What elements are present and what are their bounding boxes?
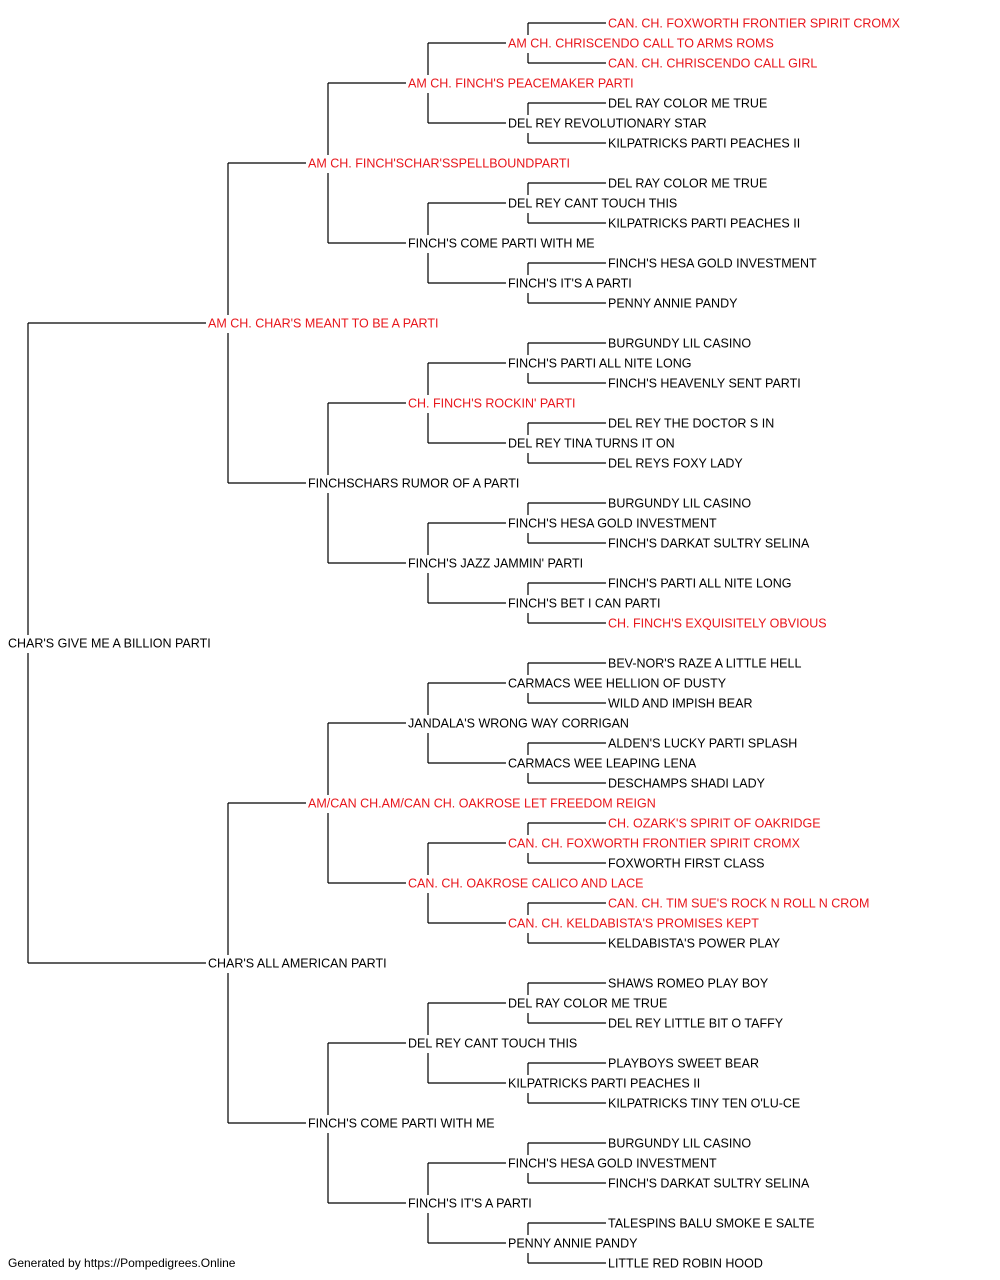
pedigree-name-gen3: CH. FINCH'S ROCKIN' PARTI — [408, 397, 576, 411]
pedigree-name-gen4: DEL RAY COLOR ME TRUE — [508, 997, 667, 1011]
pedigree-name-gen3: CAN. CH. OAKROSE CALICO AND LACE — [408, 877, 643, 891]
pedigree-name-gen5: BEV-NOR'S RAZE A LITTLE HELL — [608, 657, 801, 671]
pedigree-name-gen5: CH. FINCH'S EXQUISITELY OBVIOUS — [608, 617, 827, 631]
pedigree-name-gen5: LITTLE RED ROBIN HOOD — [608, 1257, 763, 1271]
pedigree-name-gen4: CARMACS WEE HELLION OF DUSTY — [508, 677, 727, 691]
pedigree-name-gen5: ALDEN'S LUCKY PARTI SPLASH — [608, 737, 797, 751]
pedigree-name-gen5: DESCHAMPS SHADI LADY — [608, 777, 766, 791]
pedigree-name-gen4: PENNY ANNIE PANDY — [508, 1237, 638, 1251]
pedigree-name-gen4: FINCH'S HESA GOLD INVESTMENT — [508, 1157, 717, 1171]
pedigree-name-gen4: FINCH'S PARTI ALL NITE LONG — [508, 357, 691, 371]
pedigree-name-gen2: AM/CAN CH.AM/CAN CH. OAKROSE LET FREEDOM… — [308, 797, 656, 811]
footer-credit: Generated by https://Pompedigrees.Online — [8, 1256, 236, 1270]
pedigree-name-gen5: DEL RAY COLOR ME TRUE — [608, 97, 767, 111]
pedigree-name-gen5: FINCH'S HESA GOLD INVESTMENT — [608, 257, 817, 271]
pedigree-name-gen5: DEL REYS FOXY LADY — [608, 457, 743, 471]
pedigree-name-gen1: AM CH. CHAR'S MEANT TO BE A PARTI — [208, 317, 438, 331]
pedigree-name-gen5: FOXWORTH FIRST CLASS — [608, 857, 765, 871]
pedigree-name-gen5: SHAWS ROMEO PLAY BOY — [608, 977, 769, 991]
pedigree-name-gen4: KILPATRICKS PARTI PEACHES II — [508, 1077, 700, 1091]
pedigree-name-gen5: DEL REY LITTLE BIT O TAFFY — [608, 1017, 784, 1031]
pedigree-name-gen5: TALESPINS BALU SMOKE E SALTE — [608, 1217, 815, 1231]
pedigree-name-gen3: AM CH. FINCH'S PEACEMAKER PARTI — [408, 77, 634, 91]
pedigree-name-gen2: AM CH. FINCH'SCHAR'SSPELLBOUNDPARTI — [308, 157, 570, 171]
pedigree-name-gen5: BURGUNDY LIL CASINO — [608, 337, 751, 351]
pedigree-name-gen5: PLAYBOYS SWEET BEAR — [608, 1057, 759, 1071]
pedigree-name-gen5: CAN. CH. FOXWORTH FRONTIER SPIRIT CROMX — [608, 17, 901, 31]
pedigree-name-gen5: KILPATRICKS PARTI PEACHES II — [608, 137, 800, 151]
pedigree-name-gen4: CAN. CH. KELDABISTA'S PROMISES KEPT — [508, 917, 759, 931]
pedigree-name-gen5: CAN. CH. CHRISCENDO CALL GIRL — [608, 57, 817, 71]
pedigree-name-gen5: FINCH'S PARTI ALL NITE LONG — [608, 577, 791, 591]
pedigree-name-gen5: BURGUNDY LIL CASINO — [608, 497, 751, 511]
pedigree-name-gen3: FINCH'S IT'S A PARTI — [408, 1197, 532, 1211]
pedigree-name-gen4: DEL REY TINA TURNS IT ON — [508, 437, 675, 451]
pedigree-name-gen5: CH. OZARK'S SPIRIT OF OAKRIDGE — [608, 817, 821, 831]
pedigree-name-gen4: DEL REY REVOLUTIONARY STAR — [508, 117, 707, 131]
pedigree-name-gen2: FINCH'S COME PARTI WITH ME — [308, 1117, 495, 1131]
pedigree-name-gen4: CAN. CH. FOXWORTH FRONTIER SPIRIT CROMX — [508, 837, 801, 851]
pedigree-name-gen5: KELDABISTA'S POWER PLAY — [608, 937, 781, 951]
pedigree-name-gen5: DEL REY THE DOCTOR S IN — [608, 417, 774, 431]
pedigree-name-gen2: FINCHSCHARS RUMOR OF A PARTI — [308, 477, 519, 491]
pedigree-name-gen4: AM CH. CHRISCENDO CALL TO ARMS ROMS — [508, 37, 774, 51]
pedigree-name-gen5: PENNY ANNIE PANDY — [608, 297, 738, 311]
pedigree-name-gen3: JANDALA'S WRONG WAY CORRIGAN — [408, 717, 629, 731]
pedigree-name-gen3: FINCH'S JAZZ JAMMIN' PARTI — [408, 557, 583, 571]
pedigree-name-gen5: WILD AND IMPISH BEAR — [608, 697, 752, 711]
pedigree-name-gen5: KILPATRICKS TINY TEN O'LU-CE — [608, 1097, 800, 1111]
pedigree-name-gen4: FINCH'S BET I CAN PARTI — [508, 597, 660, 611]
pedigree-name-gen4: FINCH'S HESA GOLD INVESTMENT — [508, 517, 717, 531]
pedigree-name-gen5: DEL RAY COLOR ME TRUE — [608, 177, 767, 191]
pedigree-name-gen5: FINCH'S DARKAT SULTRY SELINA — [608, 1177, 810, 1191]
pedigree-name-gen4: CARMACS WEE LEAPING LENA — [508, 757, 697, 771]
pedigree-name-gen3: FINCH'S COME PARTI WITH ME — [408, 237, 595, 251]
pedigree-name-gen4: DEL REY CANT TOUCH THIS — [508, 197, 677, 211]
pedigree-name-gen1: CHAR'S ALL AMERICAN PARTI — [208, 957, 387, 971]
pedigree-name-gen5: FINCH'S DARKAT SULTRY SELINA — [608, 537, 810, 551]
pedigree-name-gen4: FINCH'S IT'S A PARTI — [508, 277, 632, 291]
pedigree-name-gen0: CHAR'S GIVE ME A BILLION PARTI — [8, 637, 211, 651]
pedigree-name-gen5: BURGUNDY LIL CASINO — [608, 1137, 751, 1151]
pedigree-name-gen3: DEL REY CANT TOUCH THIS — [408, 1037, 577, 1051]
pedigree-name-gen5: CAN. CH. TIM SUE'S ROCK N ROLL N CROM — [608, 897, 869, 911]
pedigree-name-gen5: KILPATRICKS PARTI PEACHES II — [608, 217, 800, 231]
pedigree-name-gen5: FINCH'S HEAVENLY SENT PARTI — [608, 377, 801, 391]
